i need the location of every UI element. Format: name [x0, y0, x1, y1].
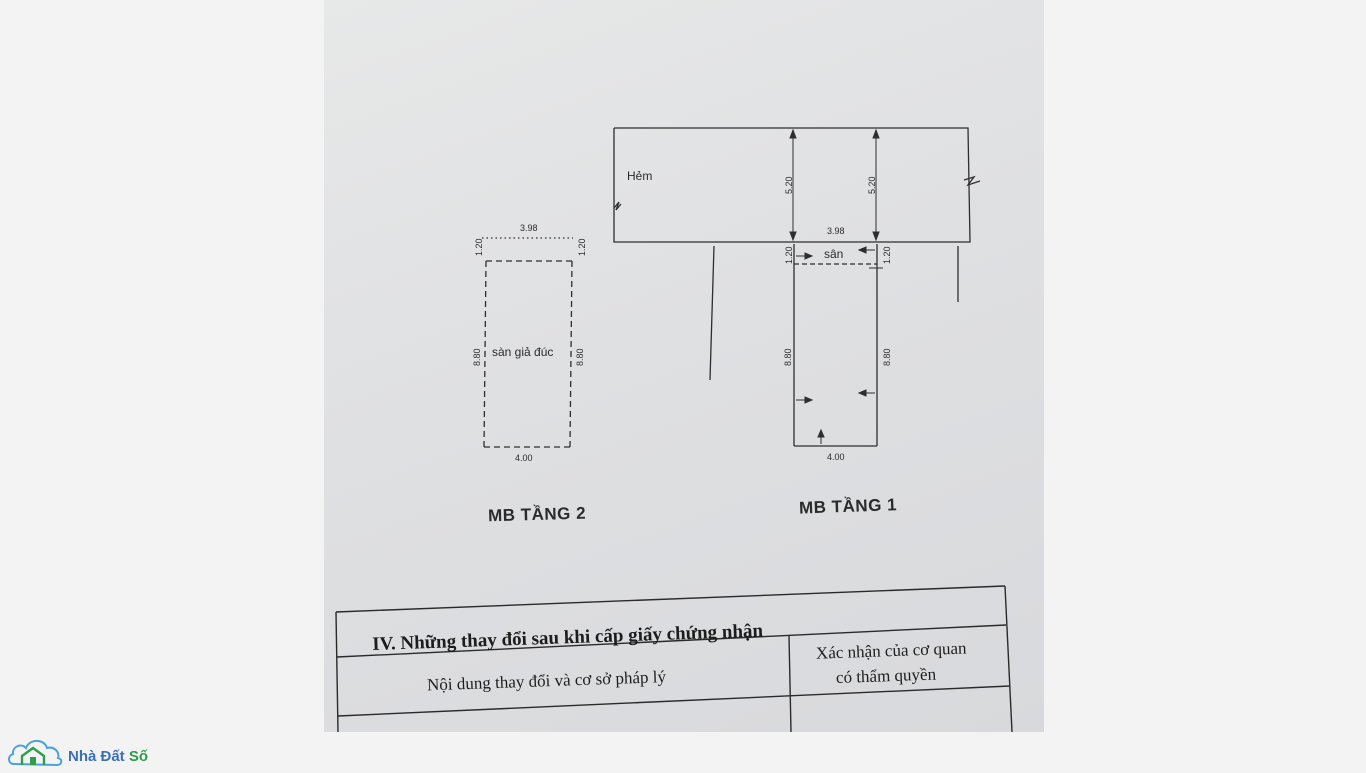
logo-text: Nhà Đất Số: [68, 748, 149, 765]
floor1-yard-label: sân: [824, 247, 843, 261]
col2-header-line1: Xác nhận của cơ quan: [816, 638, 968, 662]
floor2-title: MB TẦNG 2: [488, 504, 586, 526]
section-iv-table: [335, 585, 1013, 732]
floor2-outline: [482, 237, 573, 448]
alley-label: Hẻm: [627, 169, 652, 183]
floor2-bottom-width: 4.00: [515, 453, 533, 463]
col1-header: Nội dung thay đổi và cơ sở pháp lý: [427, 667, 667, 694]
floor2-length-left: 8.80: [472, 348, 482, 366]
alley-width-right: 5.20: [867, 176, 877, 194]
document-photo: Hẻm 5.20 5.20 sân 3.98 4.0: [324, 0, 1044, 732]
alley-width-left: 5.20: [784, 176, 794, 194]
floor-plan-drawing: Hẻm 5.20 5.20 sân 3.98 4.0: [335, 127, 1013, 732]
floor2-setback-left: 1.20: [474, 238, 484, 256]
alley: [613, 127, 981, 381]
floor1-top-width: 3.98: [827, 226, 845, 236]
floor2-top-width: 3.98: [520, 223, 538, 233]
floor1-yard-depth-left: 1.20: [784, 246, 794, 264]
alley-width-arrows: [789, 128, 880, 242]
floor1-bottom-width: 4.00: [827, 452, 845, 462]
floor2-setback-right: 1.20: [577, 238, 587, 256]
floor1-length-right: 8.80: [882, 348, 892, 366]
floor2-length-right: 8.80: [575, 348, 585, 366]
brand-logo[interactable]: Nhà Đất Số: [6, 734, 166, 768]
floor1-title: MB TẦNG 1: [799, 495, 898, 517]
floor2-room-label: sàn giả đúc: [492, 345, 553, 359]
col2-header-line2: có thẩm quyền: [836, 665, 937, 687]
floor1-arrows: [796, 246, 883, 444]
floor1-outline: [793, 244, 878, 447]
house-cloud-icon: [8, 739, 63, 767]
section-iv-title: IV. Những thay đổi sau khi cấp giấy chứn…: [372, 620, 764, 655]
floor1-yard-depth-right: 1.20: [882, 246, 892, 264]
floor1-length-left: 8.80: [783, 348, 793, 366]
